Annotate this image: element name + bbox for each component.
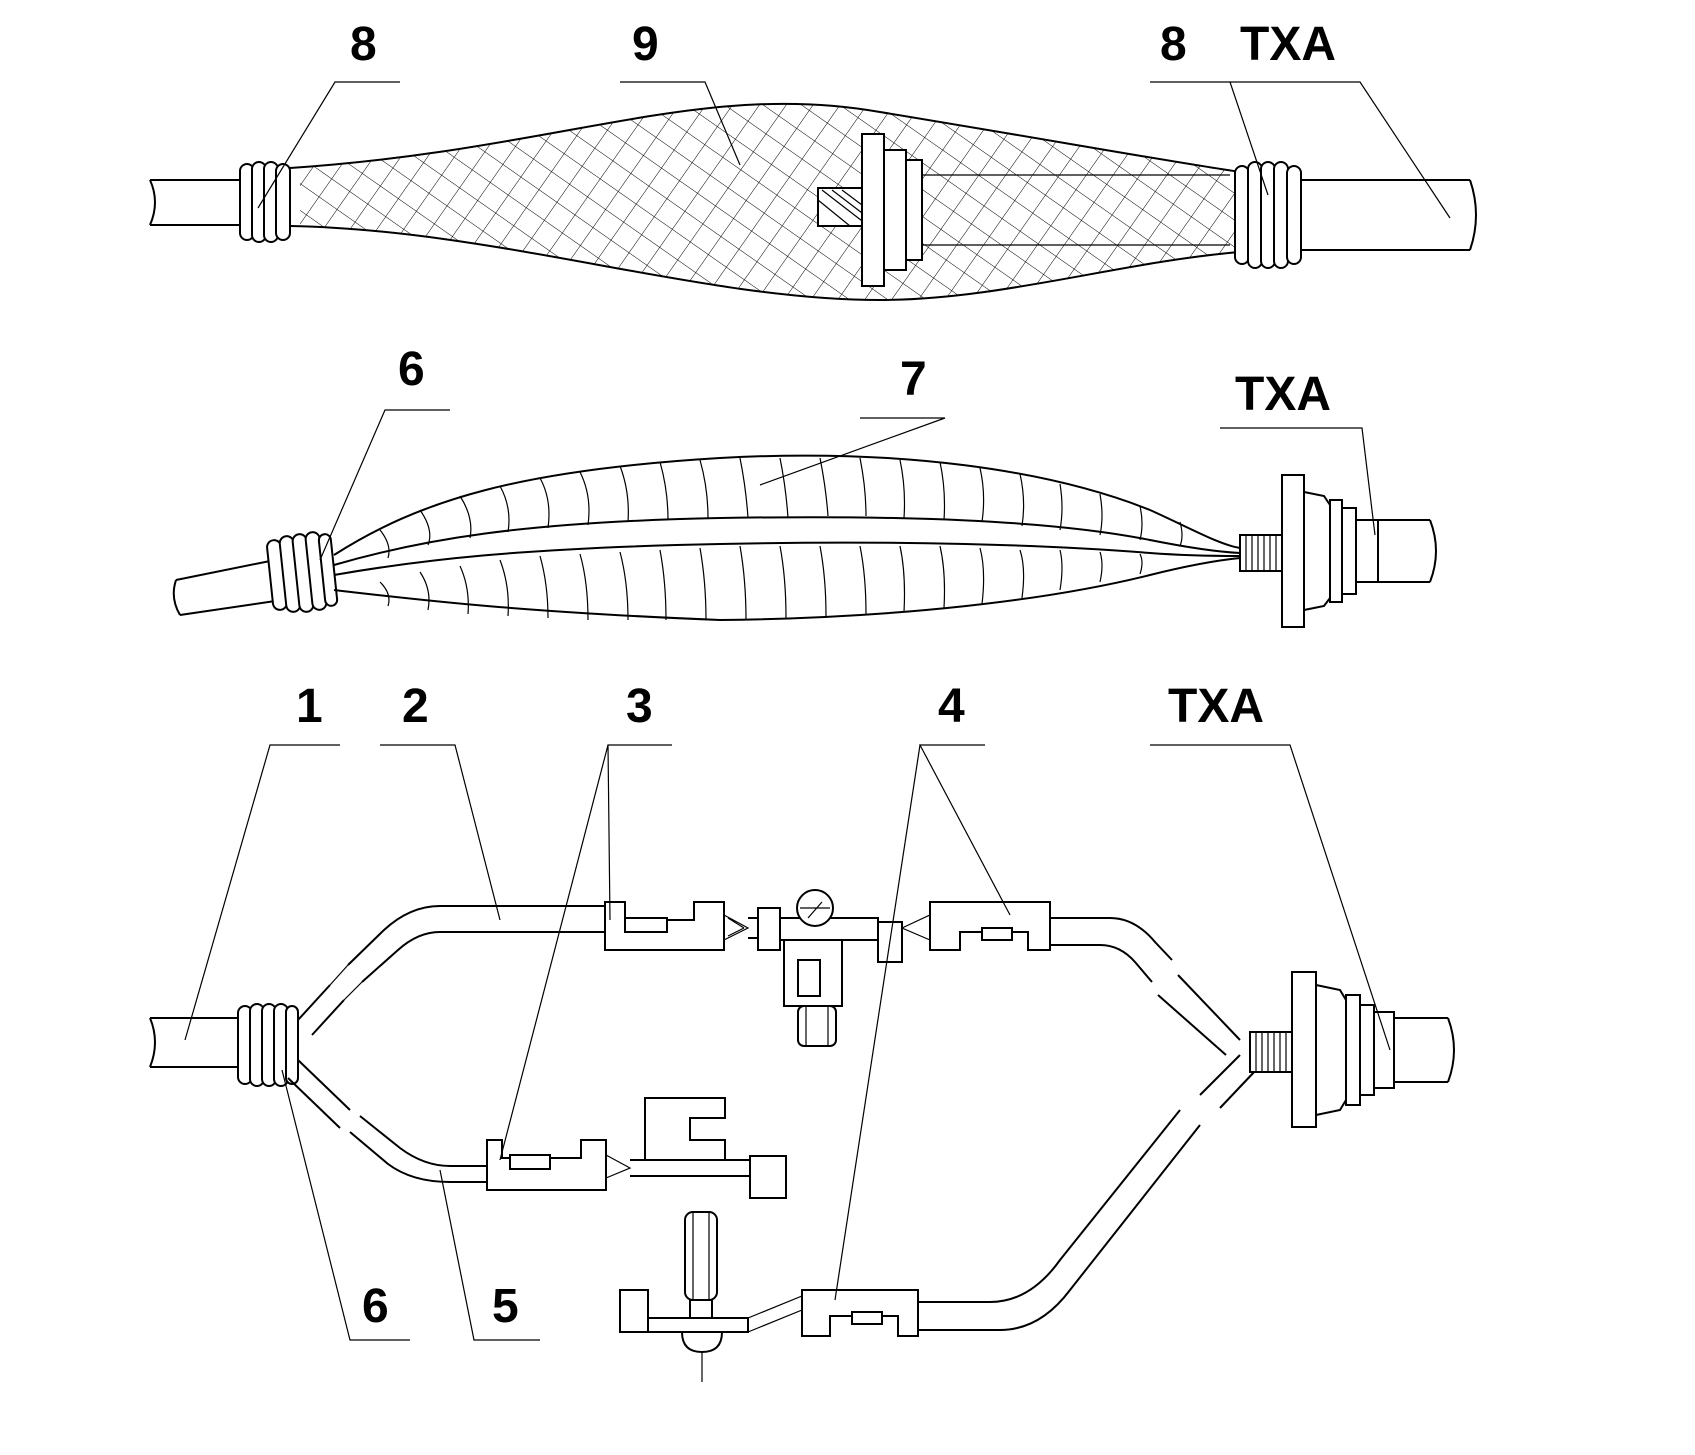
taped-wire-upper	[333, 454, 1241, 566]
wire-upper	[297, 905, 605, 1036]
crimp-sleeve-upper	[604, 901, 760, 951]
label-7: 7	[900, 353, 927, 406]
left-binding-coil	[239, 161, 291, 243]
lower-terminal	[619, 1211, 803, 1382]
connector-outline	[817, 133, 1230, 287]
cable-gland-middle	[1281, 474, 1379, 628]
label-4: 4	[938, 680, 965, 733]
center-terminal	[757, 889, 903, 1047]
label-8-left: 8	[350, 18, 377, 71]
label-txa-bottom: TXA	[1168, 680, 1264, 733]
label-6-bottom: 6	[362, 1280, 389, 1333]
top-assembly: 8 9 8 TXA	[149, 18, 1477, 302]
threaded-stud-bottom	[1249, 1031, 1293, 1073]
mesh-sleeve	[289, 102, 1241, 302]
label-txa-top: TXA	[1240, 18, 1336, 71]
wire-upper-right	[1050, 917, 1241, 1056]
label-1: 1	[296, 680, 323, 733]
label-2: 2	[402, 680, 429, 733]
label-6-middle: 6	[398, 343, 425, 396]
binding-coil-bottom	[237, 1003, 299, 1087]
bottom-assembly: 1 2 3 4 TXA 6 5	[149, 680, 1455, 1382]
label-8-right: 8	[1160, 18, 1187, 71]
wire-lower	[287, 1059, 487, 1183]
threaded-stud-middle	[1239, 534, 1283, 572]
cable-gland-bottom	[1291, 971, 1395, 1128]
crimp-sleeve-4-upper	[900, 901, 1051, 951]
taped-wire-lower	[333, 541, 1241, 622]
label-5: 5	[492, 1280, 519, 1333]
crimp-sleeve-lower	[486, 1097, 787, 1199]
label-9: 9	[632, 18, 659, 71]
wire-lower-right	[918, 1054, 1257, 1331]
label-3: 3	[626, 680, 653, 733]
middle-assembly: 6 7 TXA	[172, 343, 1437, 628]
right-binding-coil	[1234, 161, 1302, 269]
label-txa-middle: TXA	[1235, 368, 1331, 421]
crimp-sleeve-4-lower	[801, 1289, 919, 1337]
